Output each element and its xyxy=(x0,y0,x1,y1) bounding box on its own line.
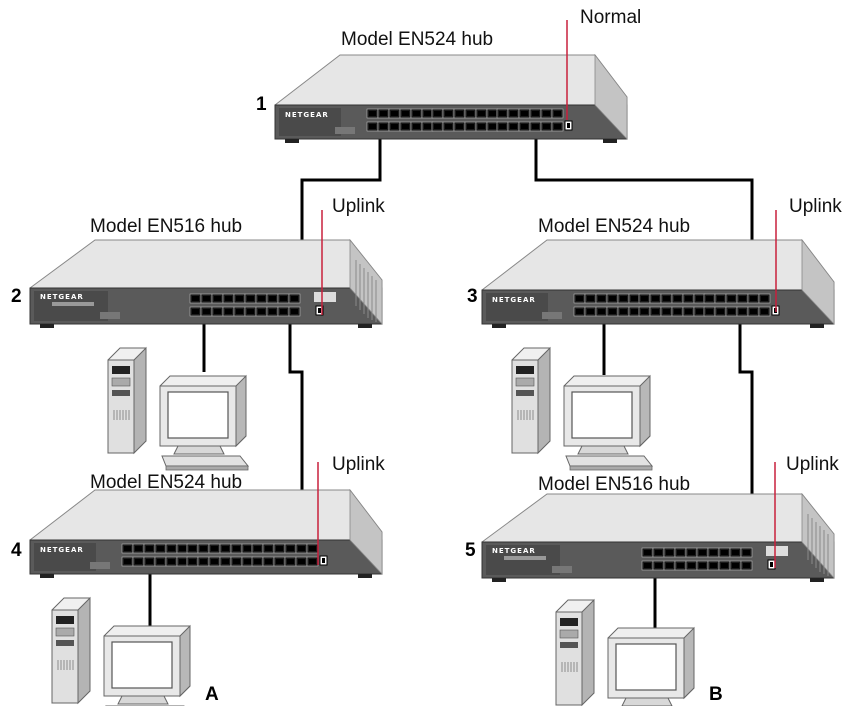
workstation-b xyxy=(555,599,697,706)
normal-port-label: Normal xyxy=(580,7,641,28)
hub-1-number: 1 xyxy=(256,94,267,115)
cable-hub1-hub2 xyxy=(300,122,382,292)
hub-3: NETGEAR xyxy=(482,240,834,328)
hub-4-uplink-label: Uplink xyxy=(332,454,385,475)
hub-3-model-label: Model EN524 hub xyxy=(538,216,690,237)
hub-1: NETGEAR xyxy=(275,55,627,143)
hub-4-brand: NETGEAR xyxy=(40,546,84,554)
hub-3-brand: NETGEAR xyxy=(492,296,536,304)
workstation-hub3 xyxy=(511,347,653,471)
hub-2-uplink-label: Uplink xyxy=(332,196,385,217)
hub-1-brand: NETGEAR xyxy=(285,111,329,119)
hub-2-model-label: Model EN516 hub xyxy=(90,216,242,237)
hub-3-uplink-label: Uplink xyxy=(789,196,842,217)
cable-hub3-hub5 xyxy=(738,313,754,560)
hub-4: NETGEAR xyxy=(30,490,382,578)
hub-3-number: 3 xyxy=(467,286,478,307)
hub-4-model-label: Model EN524 hub xyxy=(90,472,242,493)
workstation-hub2 xyxy=(107,347,249,471)
workstation-a xyxy=(51,597,193,706)
hub-5-brand: NETGEAR xyxy=(492,547,536,555)
hub-4-number: 4 xyxy=(11,540,22,561)
cable-hub1-hub3 xyxy=(534,122,754,295)
computer-a-label: A xyxy=(205,684,219,705)
hub-5-uplink-label: Uplink xyxy=(786,454,839,475)
hub-5: NETGEAR xyxy=(482,494,834,582)
hub-1-model-label: Model EN524 hub xyxy=(341,29,493,50)
hub-5-number: 5 xyxy=(465,540,476,561)
computer-b-label: B xyxy=(709,684,723,705)
cable-hub2-hub4 xyxy=(288,313,304,557)
callouts xyxy=(317,20,777,568)
hub-2-brand: NETGEAR xyxy=(40,293,84,301)
hub-2: NETGEAR xyxy=(30,240,382,328)
hub-5-model-label: Model EN516 hub xyxy=(538,474,690,495)
hub-2-number: 2 xyxy=(11,286,22,307)
